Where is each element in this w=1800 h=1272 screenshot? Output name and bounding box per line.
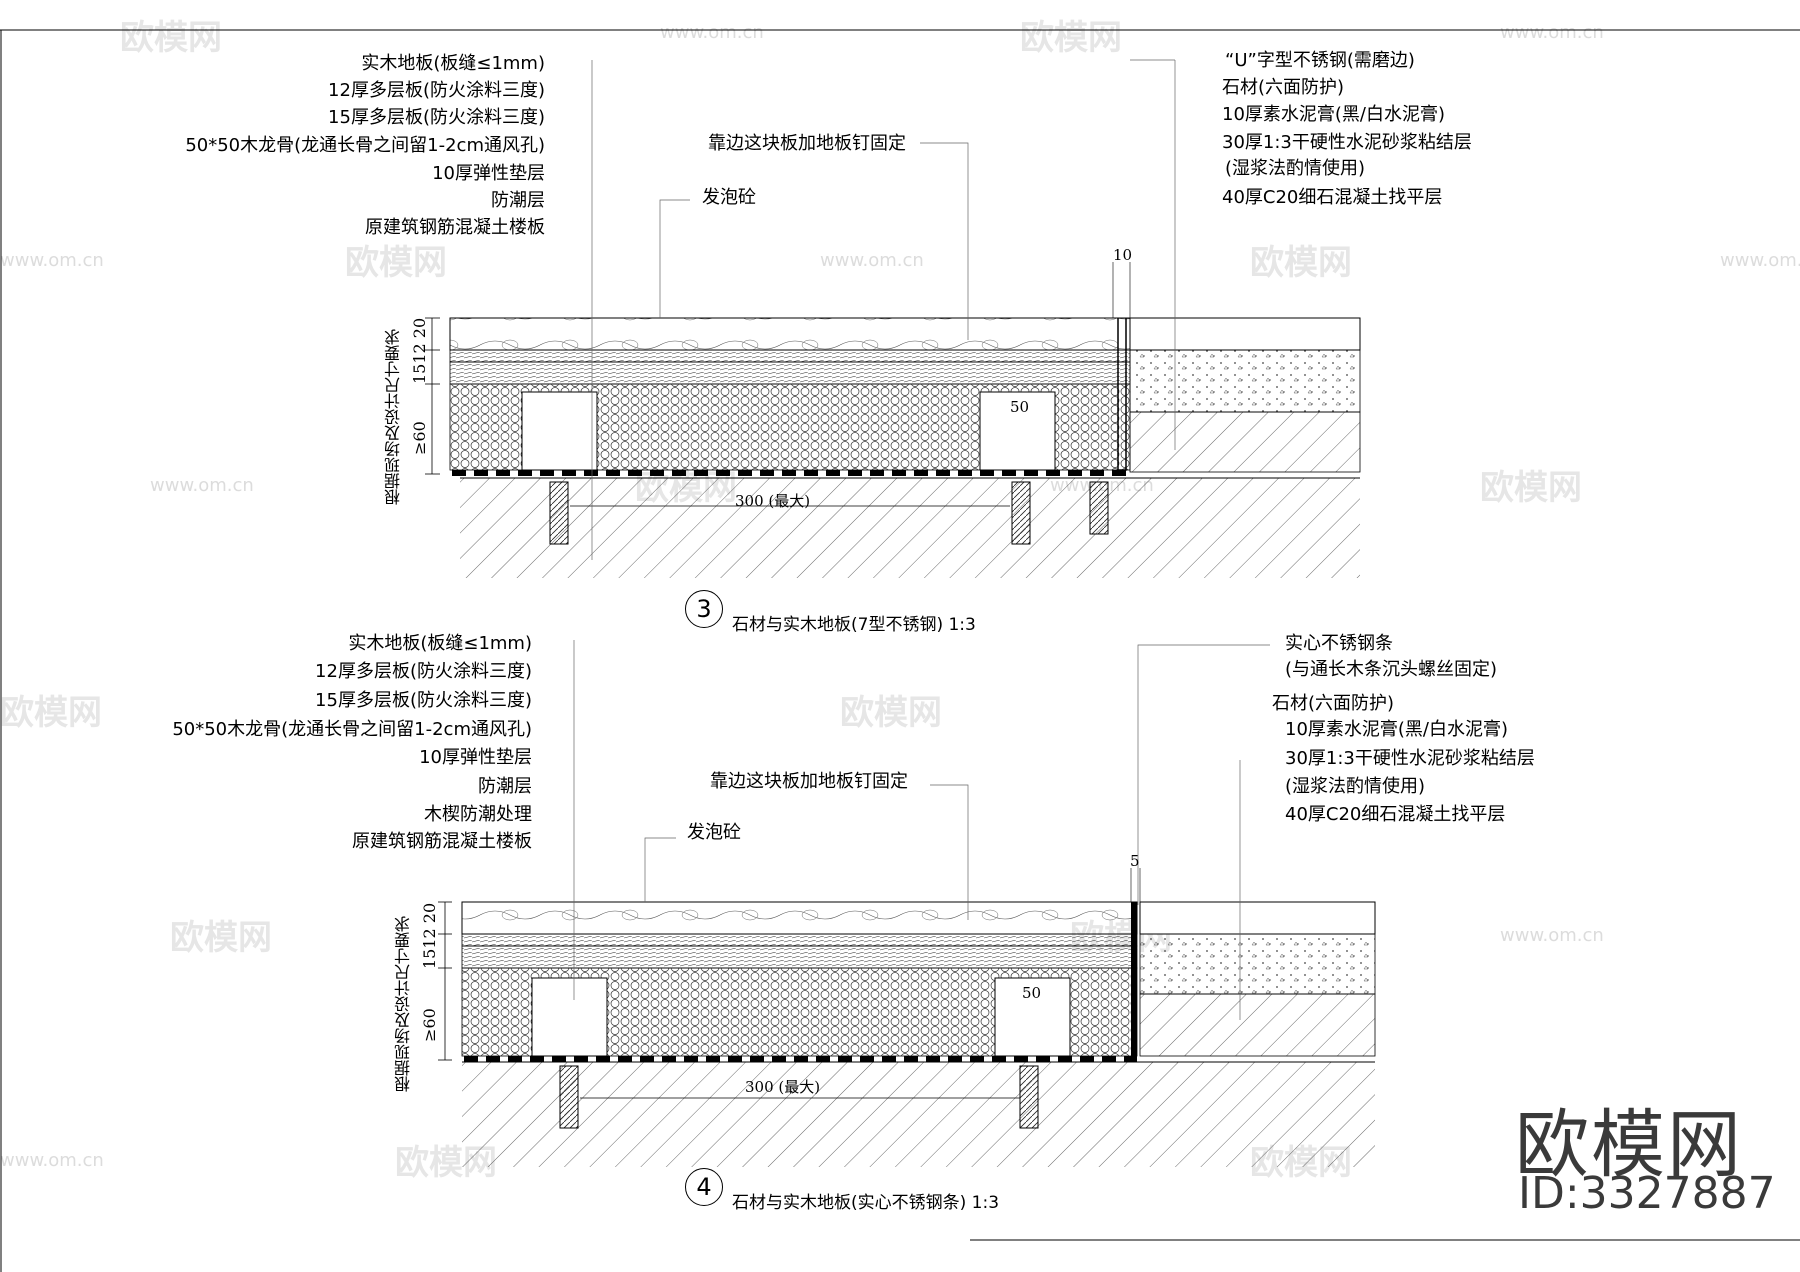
layer-label: 防潮层 [478,776,532,797]
layer-label: 30厚1:3干硬性水泥砂浆粘结层 [1285,748,1535,769]
dimension-note: 根据现场及设计尺寸要求 [394,916,413,1092]
layer-label: 10厚素水泥膏(黑/白水泥膏) [1222,104,1446,125]
layer-label: 10厚弹性垫层 [419,747,532,768]
watermark: 欧模网 [345,243,447,283]
detail-3-section [425,59,1361,578]
detail-4-caption: 石材与实木地板(实心不锈钢条) 1:3 [732,1193,1000,1213]
layer-label: 实心不锈钢条 [1285,633,1393,654]
foam-concrete-note: 发泡砼 [702,187,756,208]
layer-label: 10厚弹性垫层 [432,163,545,184]
watermark-url: www.om.cn [0,250,104,271]
dimension-note: 根据现场及设计尺寸要求 [384,329,403,505]
watermark: 欧模网 [0,693,102,733]
detail-3-caption: 石材与实木地板(7型不锈钢) 1:3 [732,615,976,635]
watermark-url: www.om.cn [660,22,764,43]
layer-label: 12厚多层板(防火涂料三度) [328,80,545,101]
layer-label: (湿浆法酌情使用) [1225,158,1366,179]
keel-dimension: 50 [1022,984,1042,1002]
layer-label: “U”字型不锈钢(需磨边) [1225,50,1415,71]
watermark-url: www.om.cn [820,250,924,271]
watermark-url: www.om.cn [1500,22,1604,43]
layer-label: 木楔防潮处理 [424,804,532,825]
layer-label: 原建筑钢筋混凝土楼板 [352,831,532,852]
foam-concrete-note: 发泡砼 [687,822,741,843]
layer-label: 40厚C20细石混凝土找平层 [1222,187,1443,208]
layer-label: 30厚1:3干硬性水泥砂浆粘结层 [1222,132,1472,153]
watermark: 欧模网 [170,918,272,958]
gap-dimension: 5 [1130,852,1140,870]
watermark-url: www.om.cn [1500,925,1604,946]
span-dimension: 300 (最大) [735,492,811,510]
fixing-note: 靠边这块板加地板钉固定 [710,771,908,792]
layer-label: 50*50木龙骨(龙通长骨之间留1-2cm通风孔) [172,719,532,740]
gap-dimension: 10 [1113,246,1133,264]
watermark: 欧模网 [840,693,942,733]
layer-label: 15厚多层板(防火涂料三度) [315,690,532,711]
layer-label: 40厚C20细石混凝土找平层 [1285,804,1506,825]
watermark: 欧模网 [1250,243,1352,283]
watermark-url: www.om.cn [1720,250,1800,271]
layer-label: 防潮层 [491,190,545,211]
watermark-url: www.om.cn [0,1150,104,1171]
brand-logo-text: 欧模网 [1515,1102,1743,1188]
layer-label: 实木地板(板缝≤1mm) [361,53,545,74]
layer-label: 15厚多层板(防火涂料三度) [328,107,545,128]
layer-label: (与通长木条沉头螺丝固定) [1285,659,1498,680]
watermark: 欧模网 [1480,468,1582,508]
watermark: 欧模网 [1020,18,1122,58]
layer-dimension: ≥60 [420,1008,439,1042]
layer-dimension: 1512 20 [420,902,439,969]
layer-dimension: ≥60 [410,421,429,455]
layer-label: 石材(六面防护) [1272,693,1395,714]
layer-label: 12厚多层板(防火涂料三度) [315,661,532,682]
brand-id: ID:3327887 [1518,1168,1776,1219]
detail-4-section [438,640,1376,1167]
layer-label: 原建筑钢筋混凝土楼板 [365,217,545,238]
layer-dimension: 1512 20 [410,317,429,384]
detail-number-3: 3 [685,590,723,628]
detail-number-4: 4 [685,1168,723,1206]
layer-label: (湿浆法酌情使用) [1285,776,1426,797]
layer-label: 10厚素水泥膏(黑/白水泥膏) [1285,719,1509,740]
watermark-url: www.om.cn [150,475,254,496]
layer-label: 50*50木龙骨(龙通长骨之间留1-2cm通风孔) [185,135,545,156]
layer-label: 实木地板(板缝≤1mm) [348,633,532,654]
keel-dimension: 50 [1010,398,1030,416]
layer-label: 石材(六面防护) [1222,77,1345,98]
fixing-note: 靠边这块板加地板钉固定 [708,133,906,154]
watermark: 欧模网 [120,18,222,58]
span-dimension: 300 (最大) [745,1078,821,1096]
